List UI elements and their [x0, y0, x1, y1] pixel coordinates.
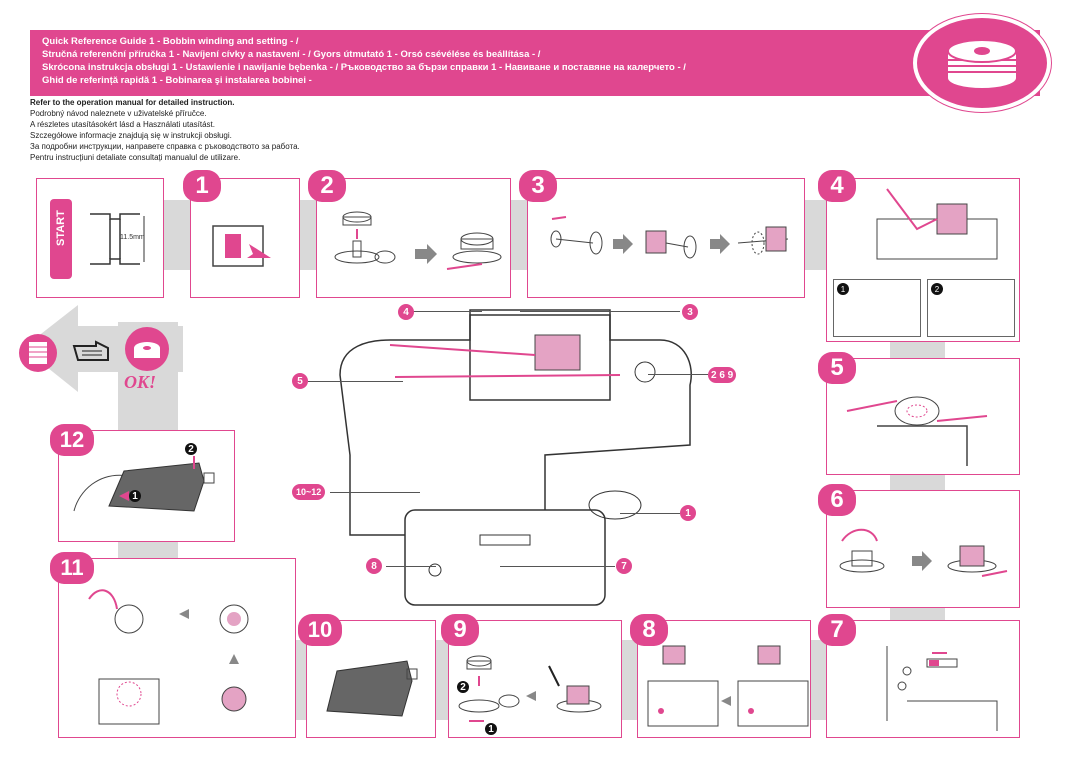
step-10-badge: 10: [298, 614, 342, 646]
callout-7: 7: [616, 558, 632, 574]
step-7-badge: 7: [818, 614, 856, 646]
ok-label: OK!: [124, 372, 157, 392]
header-line: Ghid de referință rapidă 1 - Bobinarea ş…: [42, 75, 312, 86]
step-4-panel: 1 2: [826, 178, 1020, 342]
instruction-line: За подробни инструкции, направете справк…: [30, 142, 300, 151]
step-6-panel: [826, 490, 1020, 608]
winder-plate-icon: [846, 396, 988, 466]
instruction-line: Refer to the operation manual for detail…: [30, 98, 235, 107]
connector: [297, 200, 317, 270]
instruction-line: Podrobný návod naleznete v uživatelské p…: [30, 109, 207, 118]
step-3-panel: [527, 178, 805, 298]
header-banner: Quick Reference Guide 1 - Bobbin winding…: [30, 30, 1040, 96]
bobbin-cover-icon: [326, 660, 418, 717]
winder-switch-icon: [886, 646, 998, 731]
step-4-badge: 4: [818, 170, 856, 202]
step-5-badge: 5: [818, 352, 856, 384]
bobbin-dimension-icon: [90, 213, 145, 265]
step-2-badge: 2: [308, 170, 346, 202]
insert-bobbin-icon: [88, 589, 249, 725]
step-11-badge: 11: [50, 552, 94, 584]
step-8-badge: 8: [630, 614, 668, 646]
sub-number: 2: [185, 443, 197, 455]
bobbin-placement-icon: [334, 211, 502, 270]
leader-line: [330, 492, 420, 493]
step-11-panel: [58, 558, 296, 738]
callout-4: 4: [398, 304, 414, 320]
start-panel: START 11.5mm: [36, 178, 164, 298]
callout-10-12: 10~12: [292, 484, 326, 500]
step-6-badge: 6: [818, 484, 856, 516]
bobbin-logo-icon: [913, 14, 1051, 112]
step-3-badge: 3: [519, 170, 557, 202]
header-line: Stručná referenční příručka 1 - Navíjení…: [42, 49, 541, 60]
winding-done-icon: [647, 645, 809, 727]
leader-line: [308, 381, 403, 382]
sub-number: 2: [457, 681, 469, 693]
header-line: Quick Reference Guide 1 - Bobbin winding…: [42, 36, 299, 47]
callout-8: 8: [366, 558, 382, 574]
sewing-machine-illustration: [339, 309, 692, 606]
sub-panel-b: [927, 279, 1015, 337]
sub-panel-a: [833, 279, 921, 337]
sub-number: 2: [931, 283, 943, 295]
pointing-hand-icon: [72, 340, 109, 361]
step-1-badge: 1: [183, 170, 221, 202]
close-cover-icon: [73, 456, 215, 512]
thread-spool-icon: [19, 334, 57, 372]
leader-line: [500, 566, 615, 567]
start-label: START: [55, 210, 67, 246]
callout-1: 1: [680, 505, 696, 521]
instruction-line: Pentru instrucțiuni detaliate consultați…: [30, 153, 241, 162]
connector: [890, 473, 945, 491]
callout-3: 3: [682, 304, 698, 320]
sub-number: 1: [129, 490, 141, 502]
header-line: Skrócona instrukcja obsługi 1 - Ustawien…: [42, 62, 686, 73]
step-9-panel: 2 1: [448, 620, 622, 738]
connector: [163, 200, 191, 270]
step-10-panel: [306, 620, 436, 738]
connector: [802, 200, 826, 270]
leader-line: [620, 513, 680, 514]
step-8-panel: [637, 620, 811, 738]
callout-5: 5: [292, 373, 308, 389]
leader-line: [386, 566, 436, 567]
thread-guide-icon: [876, 188, 998, 260]
callout-2-6-9: 2 6 9: [708, 367, 737, 383]
step-5-panel: [826, 358, 1020, 475]
connector: [890, 605, 945, 621]
connector: [890, 340, 945, 360]
leader-line: [520, 311, 680, 312]
instruction-line: A részletes utasításokért lásd a Használ…: [30, 120, 215, 129]
step-9-badge: 9: [441, 614, 479, 646]
leader-line: [412, 311, 482, 312]
leader-line: [648, 374, 708, 375]
bobbin-cut-icon: [839, 528, 1008, 577]
power-switch-icon: [212, 225, 271, 267]
start-tab: [50, 199, 72, 279]
step-7-panel: [826, 620, 1020, 738]
remove-bobbin-icon: [458, 655, 602, 722]
connector: [508, 200, 528, 270]
instruction-line: Szczegółowe informacje znajdują się w in…: [30, 131, 232, 140]
spool-pin-icon: [550, 216, 789, 259]
sub-number: 1: [485, 723, 497, 735]
step-2-panel: [316, 178, 511, 298]
step-12-badge: 12: [50, 424, 94, 456]
bobbin-ok-icon: [125, 327, 169, 371]
connector: [432, 640, 450, 720]
sub-number: 1: [837, 283, 849, 295]
dimension-label: 11.5mm: [120, 234, 145, 241]
